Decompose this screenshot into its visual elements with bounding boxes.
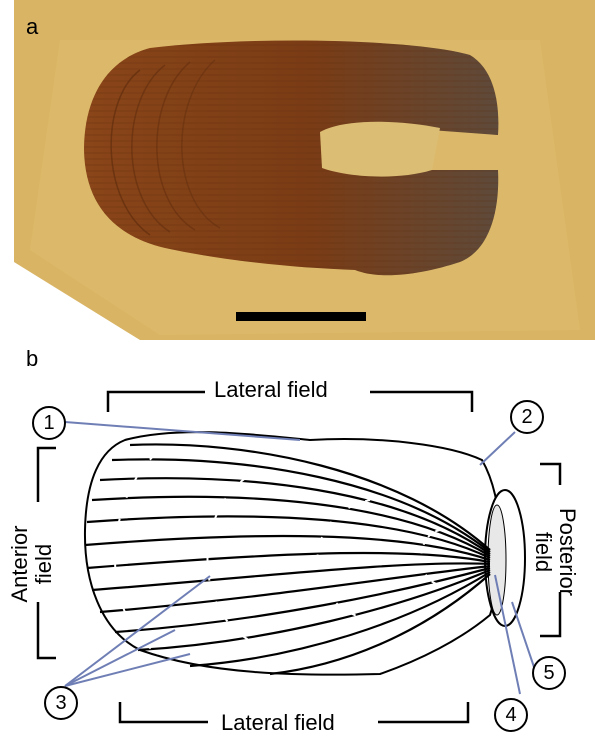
missing-fragment <box>320 122 440 177</box>
scale-bar <box>236 312 366 321</box>
anterior-field-label: Anterior field <box>8 494 56 634</box>
panel-a-label: a <box>26 14 38 40</box>
fossil-scale-photo <box>0 0 595 340</box>
scale-outline <box>85 432 500 675</box>
callout-2: 2 <box>510 400 544 434</box>
lateral-field-bottom-label: Lateral field <box>221 710 335 736</box>
posterior-field-label: Posterior field <box>531 477 579 627</box>
lateral-field-top-label: Lateral field <box>214 377 328 403</box>
callout-1: 1 <box>32 406 66 440</box>
callout-3: 3 <box>44 686 78 720</box>
callout-4: 4 <box>494 698 528 732</box>
callout-5: 5 <box>532 656 566 690</box>
